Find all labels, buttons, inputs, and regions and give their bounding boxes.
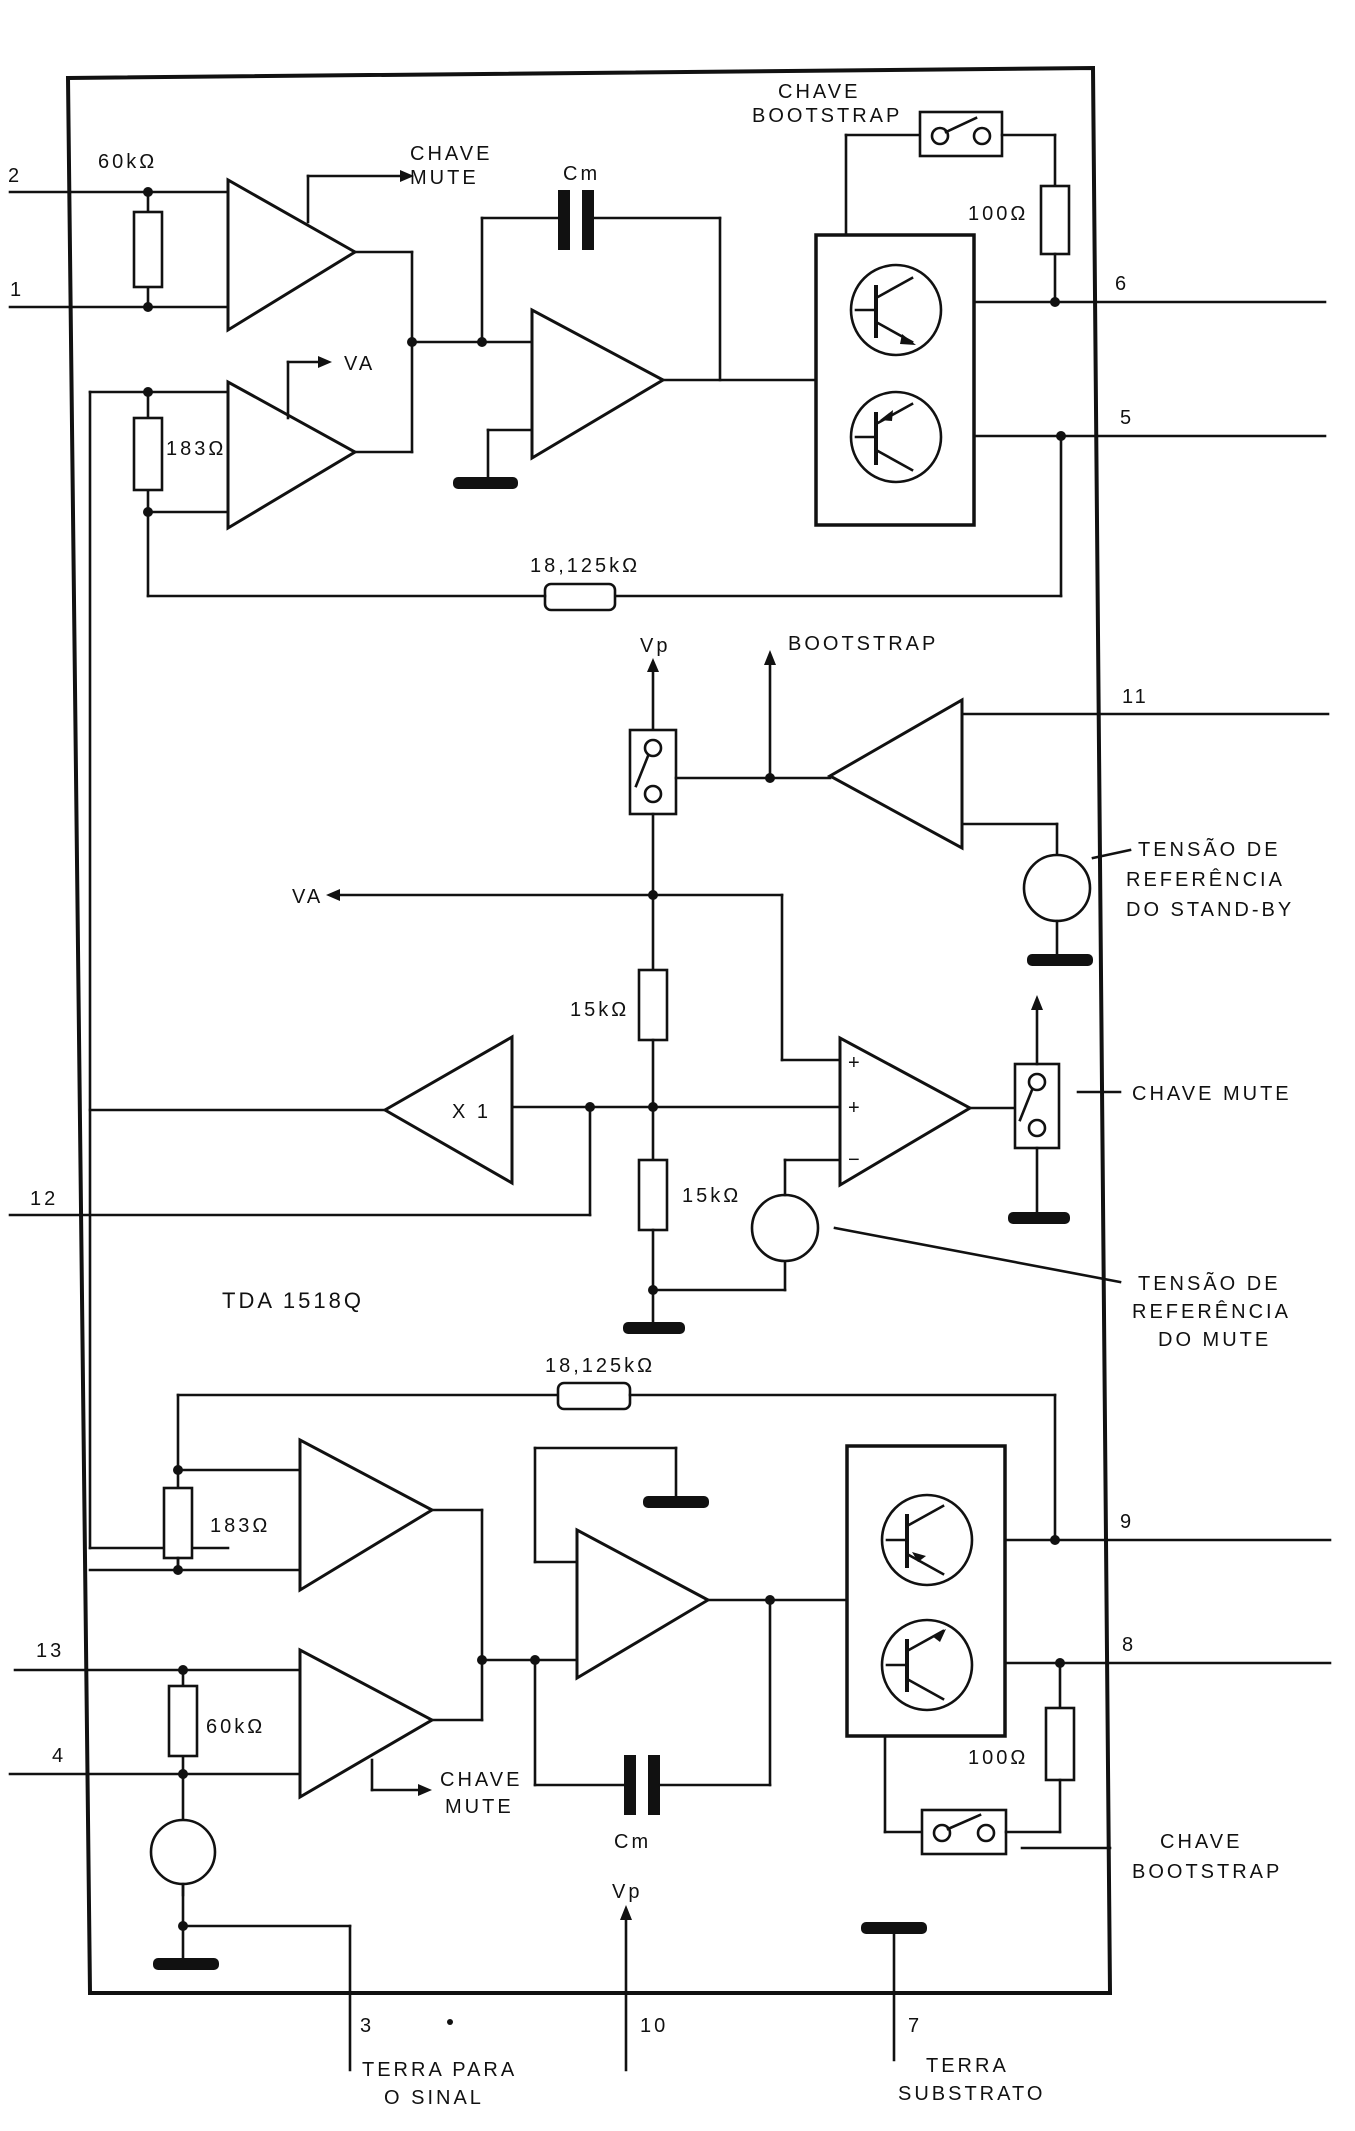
resistor-60k-top (132, 210, 164, 289)
resistor-60k-top-label: 60kΩ (98, 151, 157, 173)
pin-1-label: 1 (10, 279, 24, 301)
resistor-183-bottom (162, 1486, 194, 1560)
pin-10-label: 10 (640, 2015, 668, 2037)
pin-12-label: 12 (30, 1188, 58, 1210)
chave-bootstrap-bottom-line1: CHAVE (1160, 1831, 1242, 1853)
terra-sinal-line1: TERRA PARA (362, 2059, 517, 2081)
input-amplifier-bottom (298, 1647, 436, 1800)
resistor-15k-bottom-label: 15kΩ (682, 1185, 741, 1207)
resistor-100-bottom (1044, 1706, 1076, 1782)
chave-bootstrap-top-line2: BOOTSTRAP (752, 105, 902, 127)
resistor-18k-top (543, 582, 617, 612)
pin-4-label: 4 (52, 1745, 66, 1767)
cm-top-label: Cm (563, 163, 600, 185)
chip-outline (65, 65, 1113, 1995)
mute-reference-source (750, 1193, 820, 1263)
transistor-pnp-bottom (880, 1493, 974, 1587)
buffer-x1 (381, 1034, 514, 1186)
driver-amplifier-top (530, 307, 667, 461)
standby-amplifier (826, 697, 964, 851)
resistor-18k-top-label: 18,125kΩ (530, 555, 640, 577)
resistor-15k-bottom (637, 1158, 669, 1232)
resistor-18k-bottom (556, 1381, 632, 1411)
pin-6-label: 6 (1115, 273, 1129, 295)
transistor-npn-bottom (880, 1618, 974, 1712)
pin-3-label: 3 (360, 2015, 374, 2037)
resistor-100-top-label: 100Ω (968, 203, 1028, 225)
comparator-plus-1: + (848, 1052, 863, 1074)
feedback-amplifier-top (226, 379, 359, 531)
transistor-npn-top (849, 263, 943, 357)
resistor-15k-top-label: 15kΩ (570, 999, 629, 1021)
vp-mid-label: Vp (640, 635, 670, 657)
resistor-15k-top (637, 968, 669, 1042)
vp-bottom-label: Vp (612, 1881, 642, 1903)
pin-5-label: 5 (1120, 407, 1134, 429)
transistor-pnp-top (849, 390, 943, 484)
resistor-100-top (1039, 184, 1071, 256)
mute-comparator (838, 1035, 974, 1188)
chip-name-label: TDA 1518Q (222, 1288, 364, 1313)
chave-mute-top-line1: CHAVE (410, 143, 492, 165)
tensao-mute-line3: DO MUTE (1158, 1329, 1271, 1351)
tensao-mute-line2: REFERÊNCIA (1132, 1300, 1291, 1323)
chave-mute-bottom-line2: MUTE (445, 1796, 514, 1818)
bootstrap-mid-label: BOOTSTRAP (788, 633, 938, 655)
terra-substrato-line1: TERRA (926, 2055, 1009, 2077)
tensao-standby-line2: REFERÊNCIA (1126, 868, 1285, 891)
va-mid-label: VA (292, 886, 323, 908)
terra-substrato-line2: SUBSTRATO (898, 2083, 1045, 2105)
pin-13-label: 13 (36, 1640, 64, 1662)
input-amplifier-top (226, 177, 358, 333)
resistor-18k-bottom-label: 18,125kΩ (545, 1355, 655, 1377)
comparator-plus-2: + (848, 1097, 863, 1119)
chave-mute-top-line2: MUTE (410, 167, 479, 189)
pin-7-label: 7 (908, 2015, 922, 2037)
pin-2-label: 2 (8, 165, 22, 187)
tensao-standby-line1: TENSÃO DE (1138, 837, 1281, 861)
pin-8-label: 8 (1122, 1634, 1136, 1656)
resistor-100-bottom-label: 100Ω (968, 1747, 1028, 1769)
driver-amplifier-bottom (575, 1527, 712, 1681)
buffer-x1-label: X 1 (452, 1101, 491, 1123)
tensao-standby-line3: DO STAND-BY (1126, 899, 1294, 921)
pin-9-label: 9 (1120, 1511, 1134, 1533)
resistor-183-top-label: 183Ω (166, 438, 226, 460)
cm-bottom-label: Cm (614, 1831, 651, 1853)
chave-bootstrap-top-line1: CHAVE (778, 81, 860, 103)
terra-sinal-line2: O SINAL (384, 2087, 484, 2109)
resistor-183-top (132, 416, 164, 492)
chave-mute-bottom-line1: CHAVE (440, 1769, 522, 1791)
signal-ground-source (149, 1818, 217, 1886)
standby-reference-source (1022, 853, 1092, 923)
va-top-label: VA (344, 353, 375, 375)
resistor-183-bottom-label: 183Ω (210, 1515, 270, 1537)
chave-bootstrap-bottom-line2: BOOTSTRAP (1132, 1861, 1282, 1883)
resistor-60k-bottom (167, 1684, 199, 1758)
comparator-minus: − (848, 1149, 863, 1171)
tensao-mute-line1: TENSÃO DE (1138, 1271, 1281, 1295)
pin-11-label: 11 (1122, 686, 1149, 708)
feedback-amplifier-bottom (298, 1437, 436, 1593)
chave-mute-mid-label: CHAVE MUTE (1132, 1083, 1292, 1105)
resistor-60k-bottom-label: 60kΩ (206, 1716, 265, 1738)
